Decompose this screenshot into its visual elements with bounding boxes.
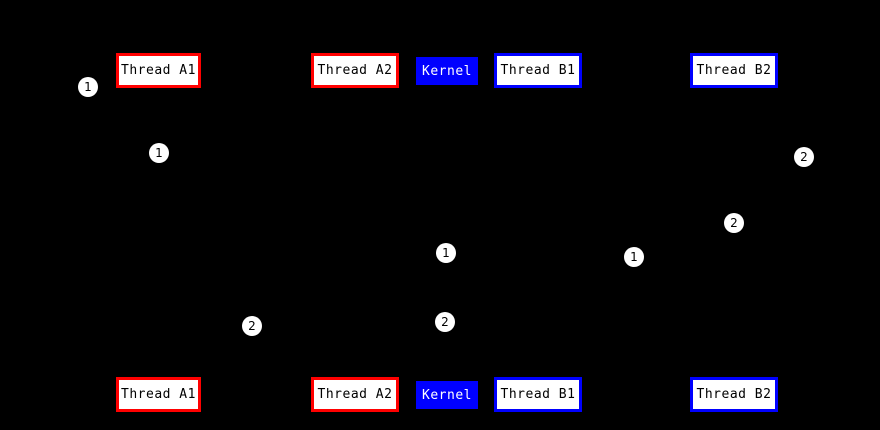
lifeline-thread-a2 xyxy=(355,88,356,377)
actor-box-top-thread-b2[interactable]: Thread B2 xyxy=(690,53,778,88)
actor-label: Thread A2 xyxy=(317,387,393,402)
step-badge: 1 xyxy=(78,77,98,97)
actor-label: Thread A1 xyxy=(121,387,196,402)
step-badge: 1 xyxy=(624,247,644,267)
actor-box-top-thread-a2[interactable]: Thread A2 xyxy=(311,53,399,88)
actor-box-top-thread-b1[interactable]: Thread B1 xyxy=(494,53,582,88)
step-badge: 2 xyxy=(724,213,744,233)
actor-label: Kernel xyxy=(422,63,472,79)
actor-label: Kernel xyxy=(422,387,472,403)
actor-label: Thread A2 xyxy=(317,63,393,78)
actor-box-bottom-thread-b1[interactable]: Thread B1 xyxy=(494,377,582,412)
lifeline-thread-b1 xyxy=(538,88,539,377)
step-badge: 2 xyxy=(794,147,814,167)
actor-label: Thread B2 xyxy=(696,387,772,402)
actor-box-top-thread-a1[interactable]: Thread A1 xyxy=(116,53,201,88)
step-badge: 2 xyxy=(435,312,455,332)
actor-box-bottom-thread-a2[interactable]: Thread A2 xyxy=(311,377,399,412)
actor-label: Thread B1 xyxy=(500,387,576,402)
actor-box-bottom-thread-b2[interactable]: Thread B2 xyxy=(690,377,778,412)
actor-box-top-kernel[interactable]: Kernel xyxy=(416,57,478,85)
lifeline-thread-a1 xyxy=(158,88,159,377)
step-badge: 1 xyxy=(149,143,169,163)
step-badge: 1 xyxy=(436,243,456,263)
step-badge: 2 xyxy=(242,316,262,336)
lifeline-kernel xyxy=(447,88,448,377)
actor-box-bottom-thread-a1[interactable]: Thread A1 xyxy=(116,377,201,412)
actor-box-bottom-kernel[interactable]: Kernel xyxy=(416,381,478,409)
actor-label: Thread B1 xyxy=(500,63,576,78)
actor-label: Thread B2 xyxy=(696,63,772,78)
actor-label: Thread A1 xyxy=(121,63,196,78)
